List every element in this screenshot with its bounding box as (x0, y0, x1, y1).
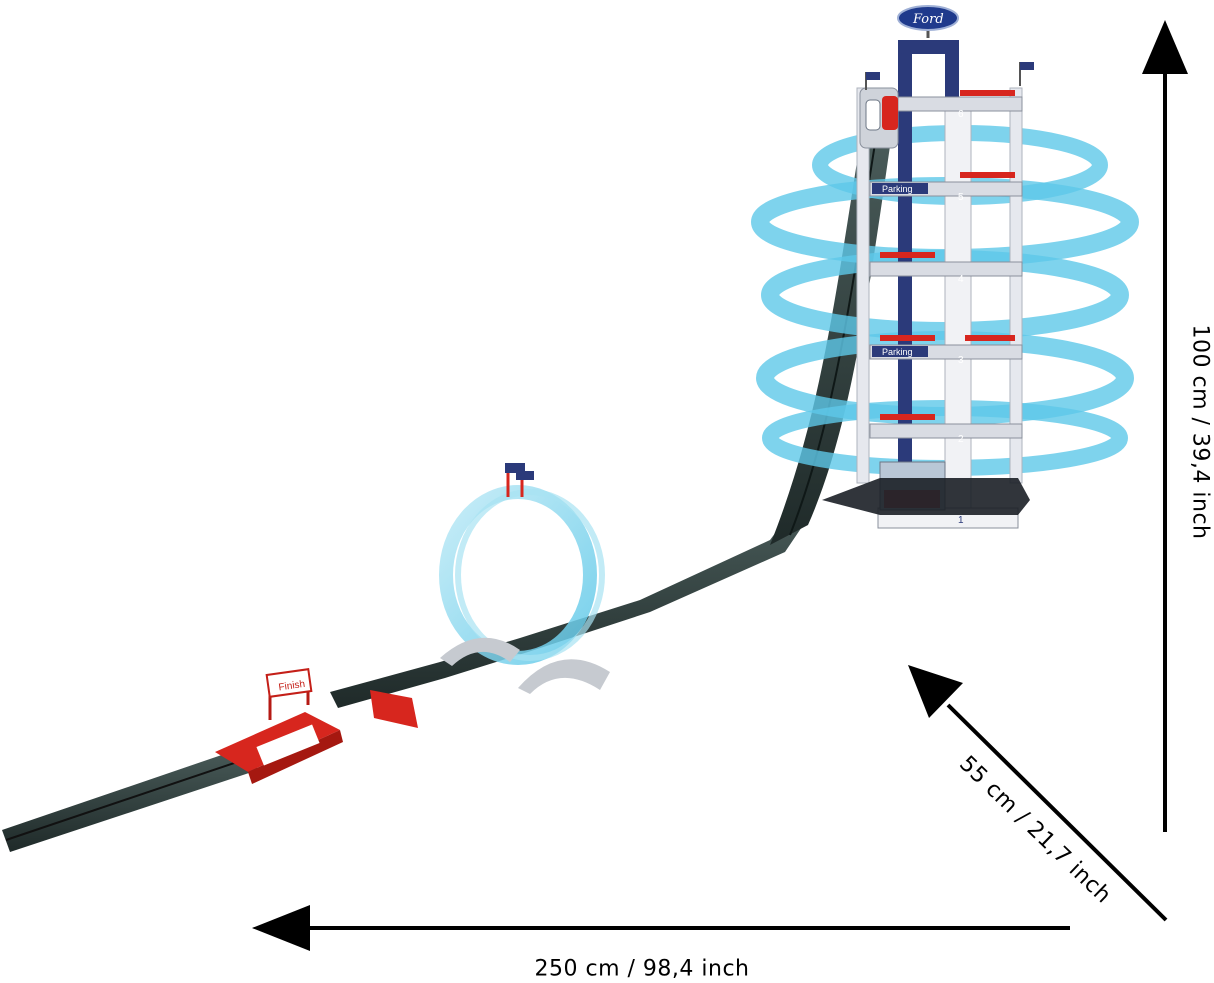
floor-number-3: 3 (958, 355, 964, 366)
parking-sign-lower: Parking (882, 347, 913, 357)
height-arrow (1142, 20, 1188, 832)
parking-tower: 6 5 4 3 2 1 Parking Parking Ford (751, 5, 1139, 529)
parking-sign-upper: Parking (882, 184, 913, 194)
floor-number-4: 4 (958, 274, 964, 285)
mid-track (330, 500, 812, 728)
floor-number-6: 6 (958, 109, 964, 120)
floor-number-2: 2 (958, 434, 964, 445)
loop-track (439, 463, 610, 694)
floor-number-5: 5 (958, 192, 964, 203)
width-arrow (252, 905, 1070, 951)
bottom-track (2, 746, 258, 852)
brand-logo: Ford (912, 12, 944, 27)
finish-gate: Finish (215, 668, 343, 784)
depth-arrow (908, 665, 1168, 922)
width-dimension-label: 250 cm / 98,4 inch (534, 956, 750, 982)
floor-number-1: 1 (958, 515, 964, 526)
finish-sign: Finish (278, 679, 306, 694)
height-dimension-label: 100 cm / 39,4 inch (1187, 324, 1213, 540)
